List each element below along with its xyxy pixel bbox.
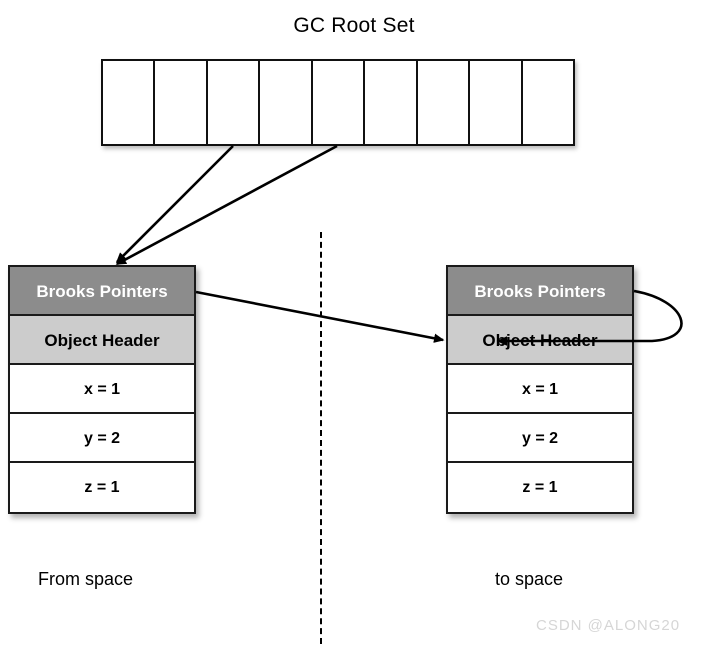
from-space-field-z: z = 1: [10, 463, 194, 512]
gc-root-cell-9: [522, 61, 573, 144]
to-space-object: Brooks Pointers Object Header x = 1 y = …: [446, 265, 634, 514]
to-space-brooks-pointers: Brooks Pointers: [448, 267, 632, 316]
gc-root-cell-6: [365, 61, 418, 144]
to-space-label: to space: [495, 569, 564, 589]
gc-root-cell-3: [207, 61, 261, 144]
from-space-object-header: Object Header: [10, 316, 194, 365]
gc-root-cell-8: [470, 61, 523, 144]
to-space-field-x: x = 1: [448, 365, 632, 414]
page-title: GC Root Set: [293, 14, 415, 37]
from-space-object: Brooks Pointers Object Header x = 1 y = …: [8, 265, 196, 514]
gc-root-cell-5: [312, 61, 366, 144]
gc-root-cell-2: [155, 61, 208, 144]
gc-root-cell-4: [260, 61, 313, 144]
from-space-label: From space: [38, 569, 134, 589]
watermark-text: CSDN @ALONG20: [536, 617, 681, 634]
root-ref-arrow-1: [115, 145, 234, 264]
from-space-field-y: y = 2: [10, 414, 194, 463]
space-divider-line: [320, 232, 322, 644]
to-space-field-y: y = 2: [448, 414, 632, 463]
root-ref-arrow-2: [115, 144, 338, 266]
to-space-field-z: z = 1: [448, 463, 632, 512]
gc-root-cell-1: [103, 61, 156, 144]
gc-root-cell-7: [417, 61, 471, 144]
from-space-brooks-pointers: Brooks Pointers: [10, 267, 194, 316]
to-space-object-header: Object Header: [448, 316, 632, 365]
gc-root-set-table: [101, 59, 575, 146]
from-space-field-x: x = 1: [10, 365, 194, 414]
